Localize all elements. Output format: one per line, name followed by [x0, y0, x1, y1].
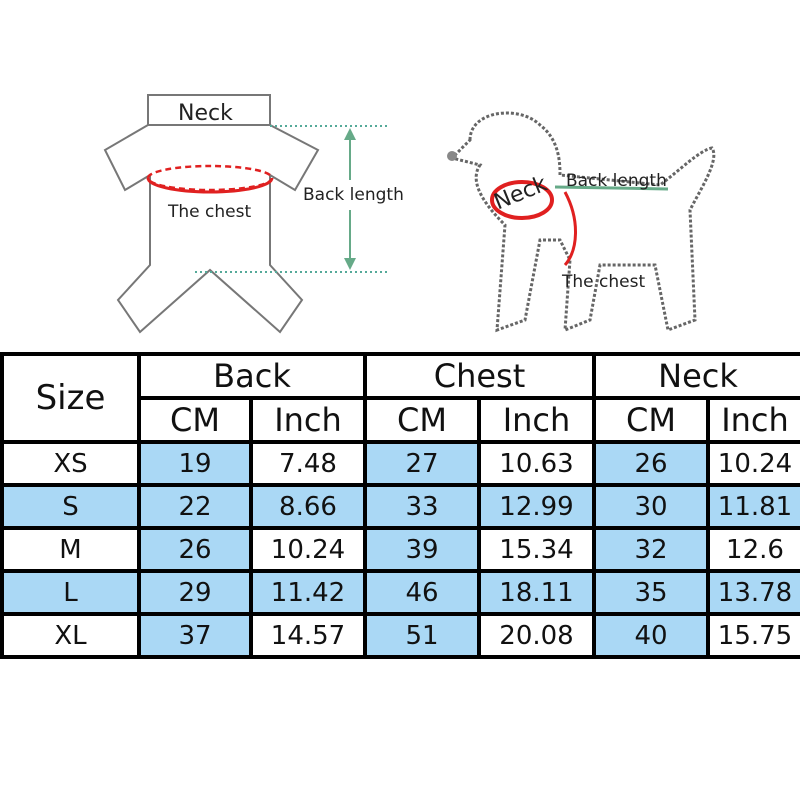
measurement-diagram: Neck The chest Back length Neck Back len…	[103, 94, 716, 334]
size-cell: S	[0, 483, 141, 530]
value-cell: 27	[363, 440, 481, 487]
size-cell: L	[0, 569, 141, 616]
value-cell: 18.11	[477, 569, 596, 616]
header-row: Size Back Chest Neck	[0, 352, 800, 444]
unit-header: CM	[363, 396, 481, 444]
shirt-neck-label: Neck	[178, 101, 233, 126]
size-header: Size	[0, 352, 141, 444]
size-chart-table: Size Back Chest Neck CM Inch CM Inch CM …	[0, 352, 800, 659]
value-cell: 10.24	[706, 440, 800, 487]
dog-back-label: Back length	[566, 171, 667, 191]
dog-illustration	[449, 111, 716, 333]
value-cell: 11.42	[249, 569, 367, 616]
value-cell: 13.78	[706, 569, 800, 616]
dog-neck-label: Neck	[491, 172, 551, 216]
size-cell: XS	[0, 440, 141, 487]
value-cell: 39	[363, 526, 481, 573]
value-cell: 30	[592, 483, 710, 530]
value-cell: 8.66	[249, 483, 367, 530]
size-cell: XL	[0, 612, 141, 659]
value-cell: 51	[363, 612, 481, 659]
unit-row: CM Inch CM Inch CM Inch	[2, 396, 800, 444]
unit-header: CM	[592, 396, 710, 444]
size-cell: M	[0, 526, 141, 573]
group-header-neck: Neck	[592, 352, 800, 400]
shirt-chest-label: The chest	[167, 202, 251, 222]
value-cell: 20.08	[477, 612, 596, 659]
value-cell: 14.57	[249, 612, 367, 659]
value-cell: 29	[137, 569, 253, 616]
value-cell: 46	[363, 569, 481, 616]
value-cell: 19	[137, 440, 253, 487]
value-cell: 10.24	[249, 526, 367, 573]
value-cell: 22	[137, 483, 253, 530]
value-cell: 7.48	[249, 440, 367, 487]
dog-chest-label: The chest	[561, 272, 645, 292]
unit-header: CM	[137, 396, 253, 444]
value-cell: 32	[592, 526, 710, 573]
unit-header: Inch	[477, 396, 596, 444]
back-length-label: Back length	[303, 185, 404, 205]
group-header-chest: Chest	[363, 352, 596, 400]
value-cell: 26	[137, 526, 253, 573]
unit-header: Inch	[249, 396, 367, 444]
value-cell: 10.63	[477, 440, 596, 487]
value-cell: 40	[592, 612, 710, 659]
value-cell: 26	[592, 440, 710, 487]
value-cell: 37	[137, 612, 253, 659]
value-cell: 35	[592, 569, 710, 616]
value-cell: 33	[363, 483, 481, 530]
value-cell: 15.75	[706, 612, 800, 659]
group-header-back: Back	[137, 352, 367, 400]
unit-header: Inch	[706, 396, 800, 444]
shirt-illustration	[103, 94, 320, 334]
value-cell: 12.6	[706, 526, 800, 573]
value-cell: 11.81	[706, 483, 800, 530]
value-cell: 15.34	[477, 526, 596, 573]
value-cell: 12.99	[477, 483, 596, 530]
